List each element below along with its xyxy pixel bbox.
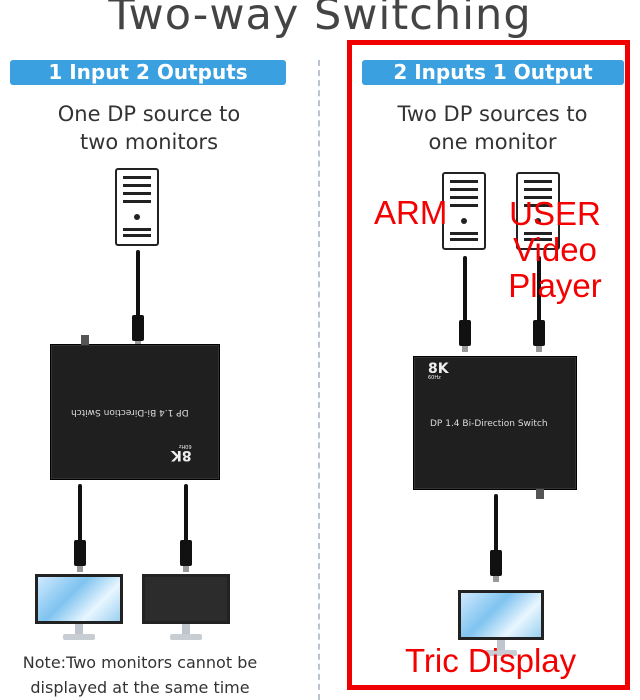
right-switch-model: DP 1.4 Bi-Direction Switch <box>430 419 548 429</box>
left-output-cable-1 <box>78 484 82 554</box>
right-input-cable-1 <box>463 256 467 326</box>
left-output-plug-1 <box>74 540 86 572</box>
right-caption-line1: Two DP sources to <box>397 102 588 126</box>
left-input-cable <box>136 250 140 320</box>
monitor-1-icon <box>35 574 123 642</box>
left-switch-model: DP 1.4 Bi-Direction Switch <box>71 407 189 417</box>
source-pc-1-icon <box>442 172 486 250</box>
left-output-plug-2 <box>180 540 192 572</box>
note-line2: displayed at the same time <box>30 678 250 697</box>
left-caption: One DP source to two monitors <box>14 100 284 156</box>
right-output-plug <box>490 550 502 582</box>
right-input-plug-2 <box>533 320 545 352</box>
left-output-cable-2 <box>184 484 188 554</box>
highlight-frame <box>347 40 630 690</box>
note-line1: Note:Two monitors cannot be <box>22 653 258 672</box>
left-caption-line1: One DP source to <box>57 102 241 126</box>
right-input-plug-1 <box>459 320 471 352</box>
right-mode-pill: 2 Inputs 1 Output <box>362 60 624 85</box>
left-input-plug <box>132 315 144 347</box>
source-pc-icon <box>115 168 159 246</box>
source-pc-2-icon <box>516 172 560 250</box>
tric-monitor-icon <box>458 590 544 658</box>
right-output-cable <box>494 494 498 564</box>
page-title: Two-way Switching <box>108 0 532 40</box>
left-caption-line2: two monitors <box>79 130 219 154</box>
right-input-cable-2 <box>537 256 541 326</box>
user-video-player-label: USER Video Player <box>508 195 602 304</box>
tric-display-label: Tric Display <box>405 642 577 679</box>
arm-label: ARM <box>374 194 448 231</box>
right-caption: Two DP sources to one monitor <box>360 100 625 156</box>
dashed-divider <box>318 60 320 700</box>
right-caption-line2: one monitor <box>428 130 557 154</box>
note-text: Note:Two monitors cannot be displayed at… <box>0 650 280 700</box>
monitor-2-icon <box>142 574 230 642</box>
left-mode-pill: 1 Input 2 Outputs <box>10 60 286 85</box>
